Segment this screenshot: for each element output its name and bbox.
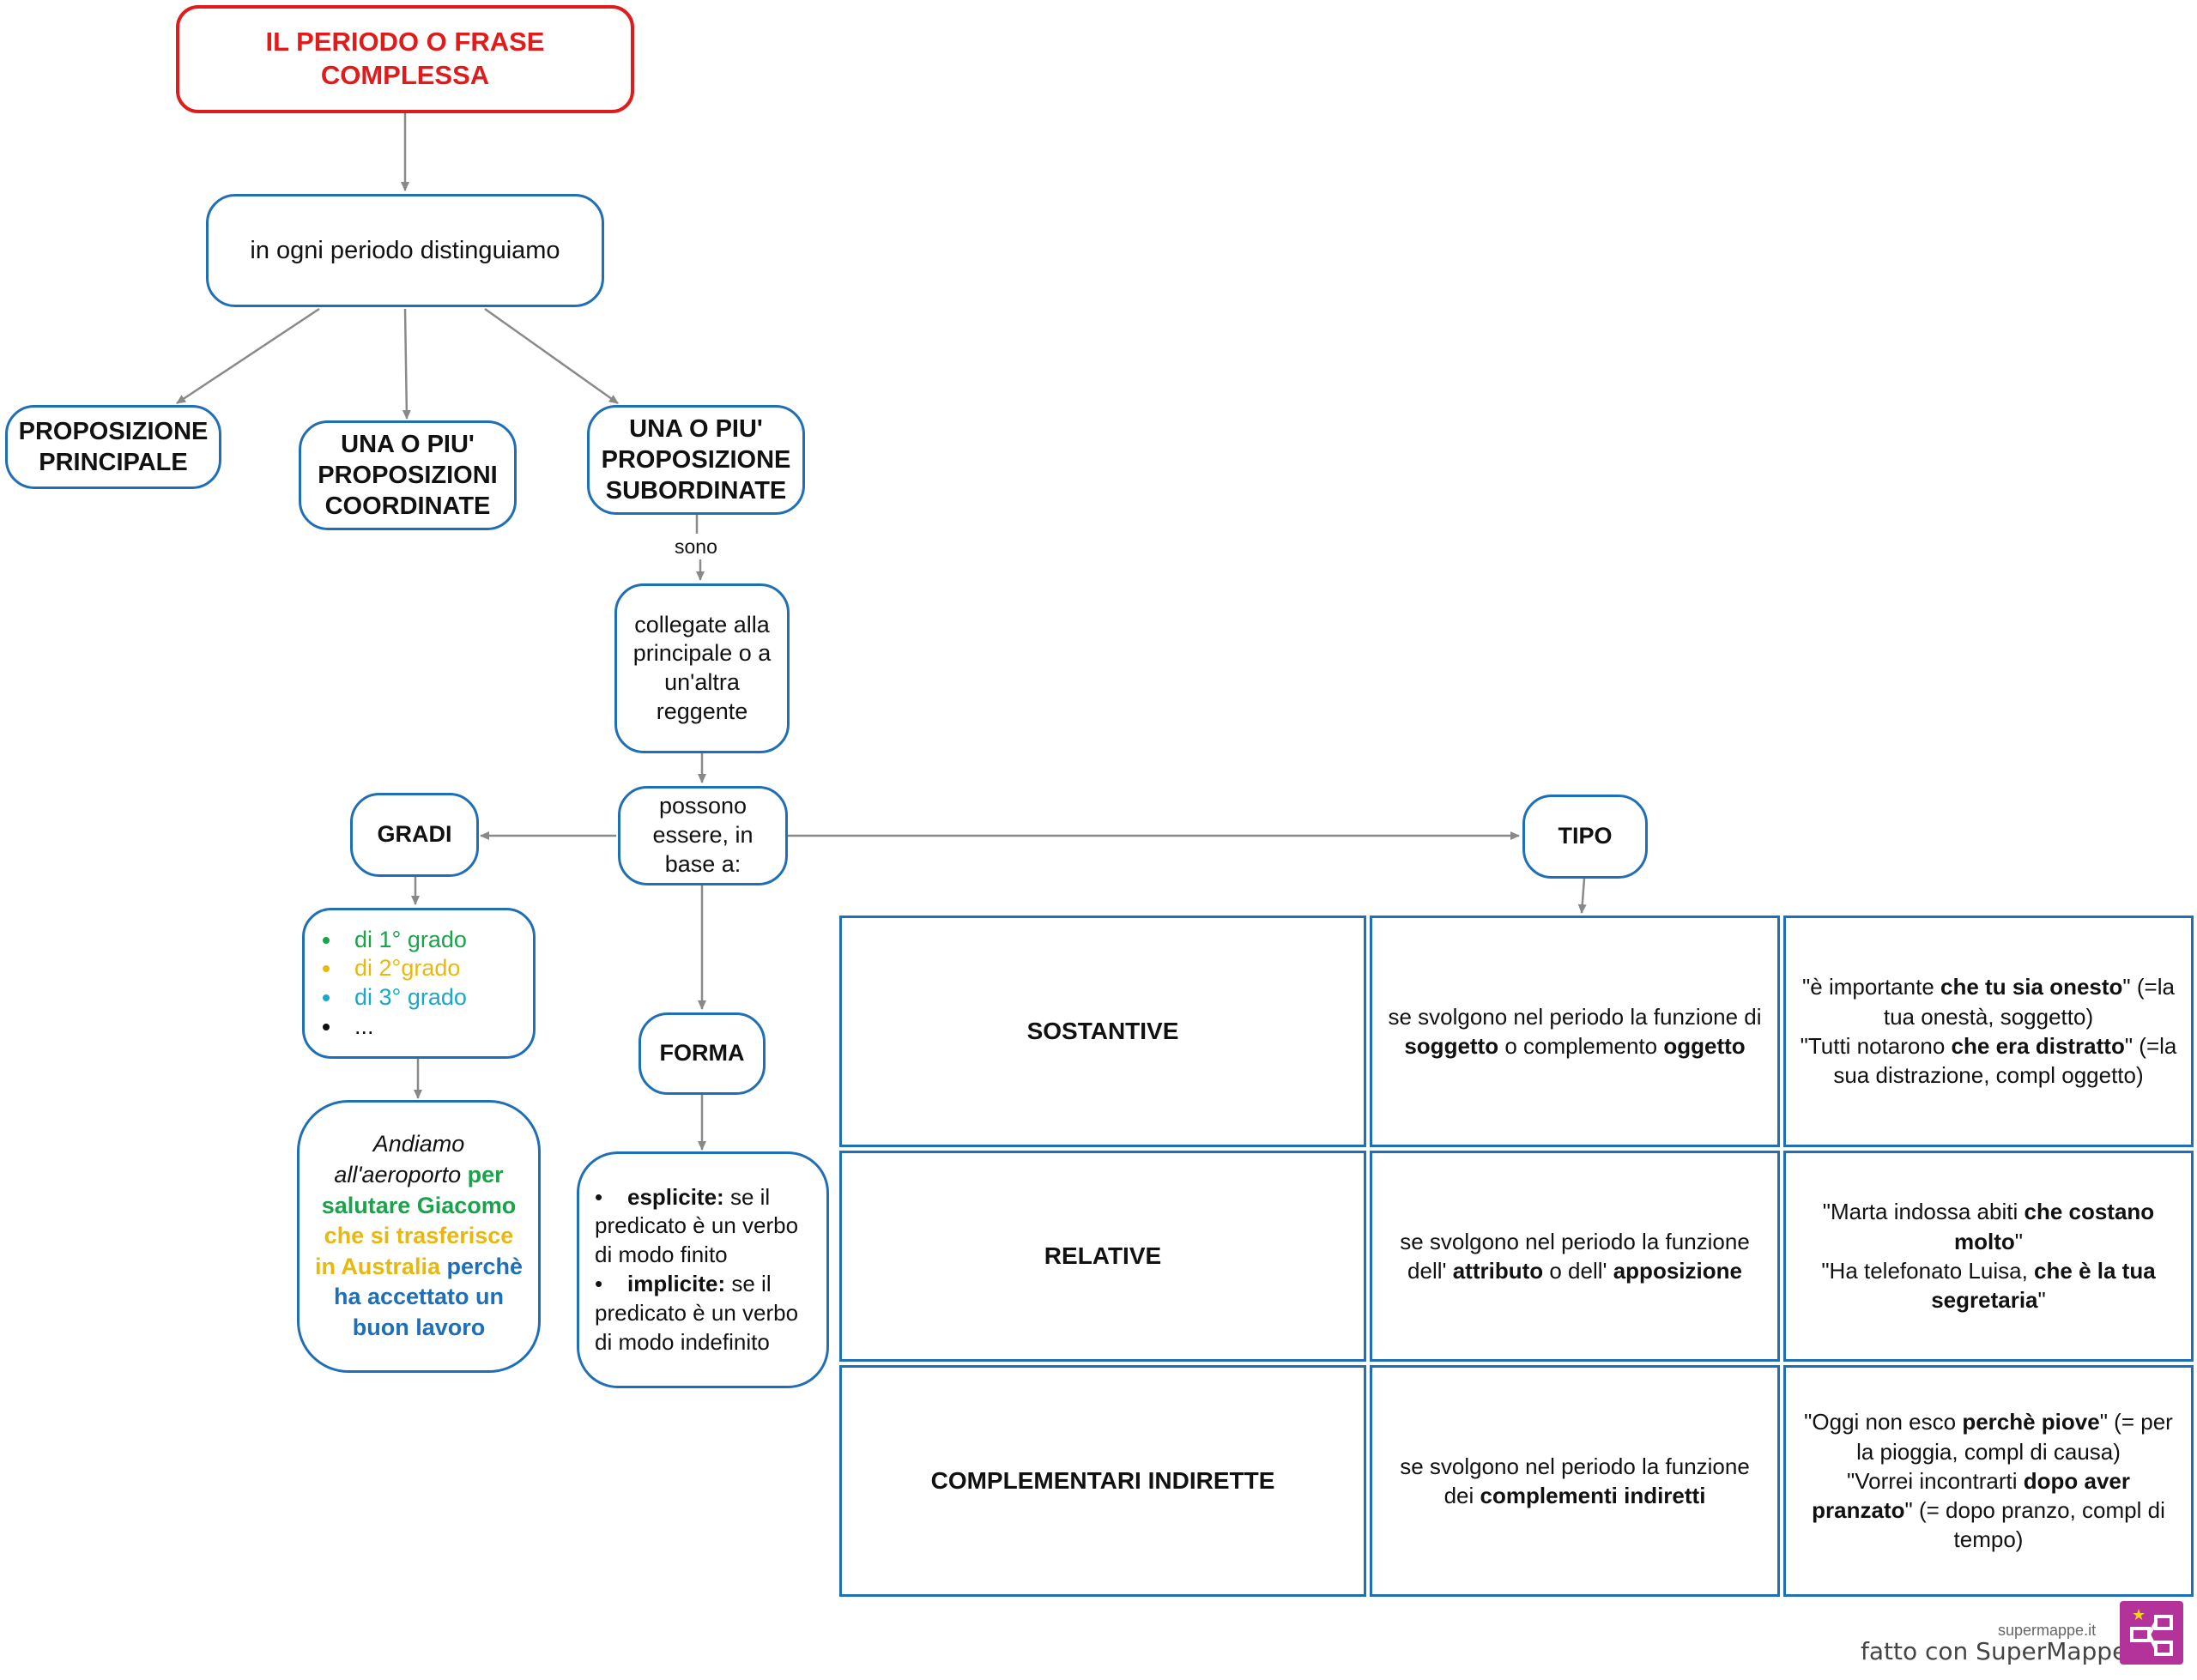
desc-bold: oggetto <box>1663 1033 1746 1059</box>
tipo-row-1-desc: se svolgono nel periodo la funzione di s… <box>1370 916 1780 1147</box>
example-grade-2: che si trasferisce in Australia <box>314 1223 514 1279</box>
example-part: " <box>2014 1228 2023 1254</box>
implicite-text: se il predicato è un verbo di modo indef… <box>595 1271 799 1355</box>
desc-part: se svolgono nel periodo la funzione di <box>1388 1003 1762 1030</box>
grade-1-item: di 1° grado <box>342 926 467 955</box>
example-part: " (= per la pioggia, compl di causa) <box>1856 1409 2173 1465</box>
tipo-title: TIPO <box>1558 823 1613 849</box>
example-part: " <box>2037 1287 2046 1314</box>
esplicite-text: se il predicato è un verbo di modo finit… <box>595 1183 799 1268</box>
coordinate-node[interactable]: UNA O PIU' PROPOSIZIONI COORDINATE <box>299 420 517 530</box>
link-to-subordinate <box>484 307 619 405</box>
desc-part: se svolgono nel periodo la funzione dell… <box>1400 1228 1750 1284</box>
esplicite-label: esplicite: <box>627 1183 724 1210</box>
collegate-text: collegate alla principale o a un'altra r… <box>632 611 772 724</box>
sono-label: sono <box>675 535 717 558</box>
example-part: "Tutti notarono <box>1800 1033 1946 1059</box>
grade-more-item: ... <box>342 1012 467 1042</box>
tipo-row-2-desc-text: se svolgono nel periodo la funzione dell… <box>1384 1227 1765 1286</box>
possono-text: possono essere, in base a: <box>652 793 754 877</box>
tipo-row-2-name-text: RELATIVE <box>1044 1242 1162 1269</box>
desc-bold: attributo <box>1452 1258 1544 1284</box>
example-bold: perchè piove <box>1962 1409 2100 1435</box>
tipo-row-3-name: COMPLEMENTARI INDIRETTE <box>839 1365 1366 1597</box>
gradi-node[interactable]: GRADI <box>350 793 479 877</box>
tipo-row-2-examples: "Marta indossa abiti che costano molto" … <box>1783 1151 2194 1362</box>
example-grade-3: perchè ha accettato un buon lavoro <box>333 1253 524 1341</box>
link-tipo-table <box>1577 878 1587 914</box>
desc-bold: complementi indiretti <box>1480 1483 1706 1508</box>
gradi-list-node[interactable]: di 1° grado di 2°grado di 3° grado ... <box>302 908 536 1059</box>
example-bold: che tu sia onesto <box>1940 974 2123 1000</box>
grade-3-item: di 3° grado <box>342 983 467 1012</box>
implicite-label: implicite: <box>627 1271 726 1296</box>
example-bold: che era distratto <box>1951 1033 2125 1059</box>
collegate-node[interactable]: collegate alla principale o a un'altra r… <box>614 583 790 753</box>
example-grade-1: per salutare Giacomo <box>321 1161 517 1218</box>
tipo-row-3-desc: se svolgono nel periodo la funzione dei … <box>1370 1365 1780 1597</box>
tipo-row-1-name-text: SOSTANTIVE <box>1026 1017 1179 1044</box>
tipo-row-3-examples-text: "Oggi non esco perchè piove" (= per la p… <box>1798 1407 2179 1555</box>
forma-bullets-node[interactable]: • esplicite: se il predicato è un verbo … <box>577 1151 829 1388</box>
coordinate-text: UNA O PIU' PROPOSIZIONI COORDINATE <box>318 430 498 521</box>
tipo-row-3-desc-text: se svolgono nel periodo la funzione dei … <box>1384 1452 1765 1511</box>
tipo-row-2-desc: se svolgono nel periodo la funzione dell… <box>1370 1151 1780 1362</box>
example-part: " (=la tua onestà, soggetto) <box>1883 974 2175 1030</box>
gradi-example-text: Andiamo all'aeroporto per salutare Giaco… <box>313 1129 524 1343</box>
subordinate-node[interactable]: UNA O PIU' PROPOSIZIONE SUBORDINATE <box>587 405 805 515</box>
gradi-list: di 1° grado di 2°grado di 3° grado ... <box>320 926 467 1042</box>
possono-node[interactable]: possono essere, in base a: <box>618 786 788 885</box>
subordinate-text: UNA O PIU' PROPOSIZIONE SUBORDINATE <box>601 414 791 505</box>
gradi-title: GRADI <box>377 821 452 848</box>
esplicite-item: • esplicite: se il predicato è un verbo … <box>595 1183 799 1268</box>
example-bold: che è la tua segretaria <box>1931 1258 2156 1314</box>
desc-bold: soggetto <box>1404 1033 1499 1059</box>
example-part: "Marta indossa abiti <box>1822 1199 2018 1225</box>
link-to-principale <box>176 307 320 405</box>
grade-2-item: di 2°grado <box>342 954 467 983</box>
root-title[interactable]: IL PERIODO O FRASE COMPLESSA <box>176 5 634 113</box>
tipo-row-3-name-text: COMPLEMENTARI INDIRETTE <box>930 1466 1275 1494</box>
example-part: "Ha telefonato Luisa, <box>1821 1258 2028 1284</box>
footer-site[interactable]: supermappe.it <box>1998 1622 2097 1639</box>
example-part: "è importante <box>1802 974 1934 1000</box>
tipo-row-1-desc-text: se svolgono nel periodo la funzione di s… <box>1384 1002 1765 1061</box>
distinguish-node[interactable]: in ogni periodo distinguiamo <box>206 194 604 307</box>
desc-part: o complemento <box>1504 1033 1658 1059</box>
example-bold: che costano molto <box>1954 1199 2155 1254</box>
principale-text: PROPOSIZIONE PRINCIPALE <box>18 417 209 476</box>
example-part: " (= dopo pranzo, compl di tempo) <box>1904 1497 2165 1553</box>
desc-part: se svolgono nel periodo la funzione dei <box>1400 1453 1750 1508</box>
footer-credit[interactable]: fatto con SuperMappe <box>1861 1637 2127 1665</box>
tipo-row-2-examples-text: "Marta indossa abiti che costano molto" … <box>1798 1197 2179 1314</box>
principale-node[interactable]: PROPOSIZIONE PRINCIPALE <box>5 405 221 489</box>
tipo-row-1-examples-text: "è importante che tu sia onesto" (=la tu… <box>1798 972 2179 1090</box>
tipo-row-2-name: RELATIVE <box>839 1151 1366 1362</box>
tipo-row-1-examples: "è importante che tu sia onesto" (=la tu… <box>1783 916 2194 1147</box>
supermappe-logo-icon[interactable]: ★ <box>2120 1601 2183 1665</box>
desc-bold: apposizione <box>1613 1258 1742 1284</box>
example-part: "Oggi non esco <box>1804 1409 1957 1435</box>
tipo-row-1-name: SOSTANTIVE <box>839 916 1366 1147</box>
gradi-example-node[interactable]: Andiamo all'aeroporto per salutare Giaco… <box>297 1100 541 1373</box>
tipo-node[interactable]: TIPO <box>1522 795 1648 879</box>
desc-part: o dell' <box>1549 1258 1607 1284</box>
example-part: " (=la sua distrazione, compl oggetto) <box>1833 1033 2177 1089</box>
example-part: "Vorrei incontrarti <box>1846 1467 2018 1494</box>
tipo-row-3-examples: "Oggi non esco perchè piove" (= per la p… <box>1783 1365 2194 1597</box>
example-main-clause: Andiamo all'aeroporto <box>334 1131 465 1187</box>
forma-bullets: • esplicite: se il predicato è un verbo … <box>595 1183 816 1357</box>
example-bold: dopo aver pranzato <box>1812 1467 2130 1524</box>
forma-node[interactable]: FORMA <box>639 1012 766 1095</box>
distinguish-text: in ogni periodo distinguiamo <box>250 236 560 264</box>
svg-text:★: ★ <box>2132 1606 2146 1624</box>
implicite-item: • implicite: se il predicato è un verbo … <box>595 1271 799 1355</box>
forma-title: FORMA <box>659 1040 745 1067</box>
root-title-text: IL PERIODO O FRASE COMPLESSA <box>265 27 545 90</box>
link-to-coordinate <box>402 308 411 420</box>
logo-glyph: ★ <box>2130 1606 2173 1656</box>
